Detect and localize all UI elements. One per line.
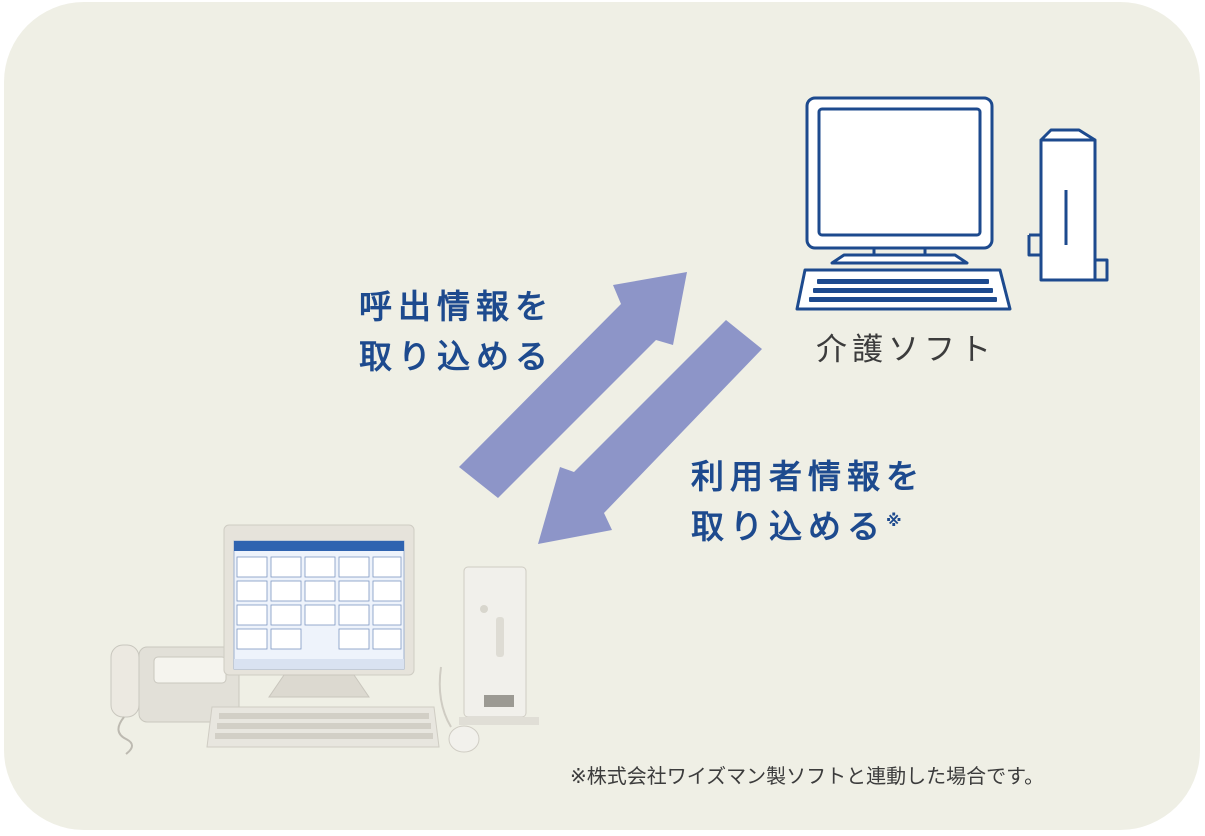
arrow-down-left-icon	[538, 320, 762, 544]
footnote-mark: ※	[886, 511, 902, 530]
arrow-to-nurse-call	[538, 320, 762, 544]
tower-body	[1039, 128, 1097, 282]
monitor-stand	[268, 674, 370, 698]
nurse-call-pc-photo-icon	[110, 524, 539, 755]
arrow-to-care-software	[459, 272, 687, 498]
desktop-computer-line-icon	[795, 96, 1109, 311]
arrow-up-right-icon	[459, 272, 687, 498]
footnote: ※株式会社ワイズマン製ソフトと連動した場合です。	[570, 764, 1045, 788]
care-software-label: 介護ソフト	[816, 332, 996, 368]
call-info-label: 呼出情報を 取り込める	[359, 287, 554, 376]
monitor-screen	[817, 107, 982, 237]
diagram-panel: 呼出情報を 取り込める 利用者情報を 取り込める※ 介護ソフト ※株式会社ワイズ…	[4, 2, 1200, 830]
user-info-label: 利用者情報を 取り込める※	[691, 457, 925, 546]
tower-body	[463, 566, 527, 718]
phone-handset	[110, 644, 140, 718]
mouse	[448, 725, 480, 753]
